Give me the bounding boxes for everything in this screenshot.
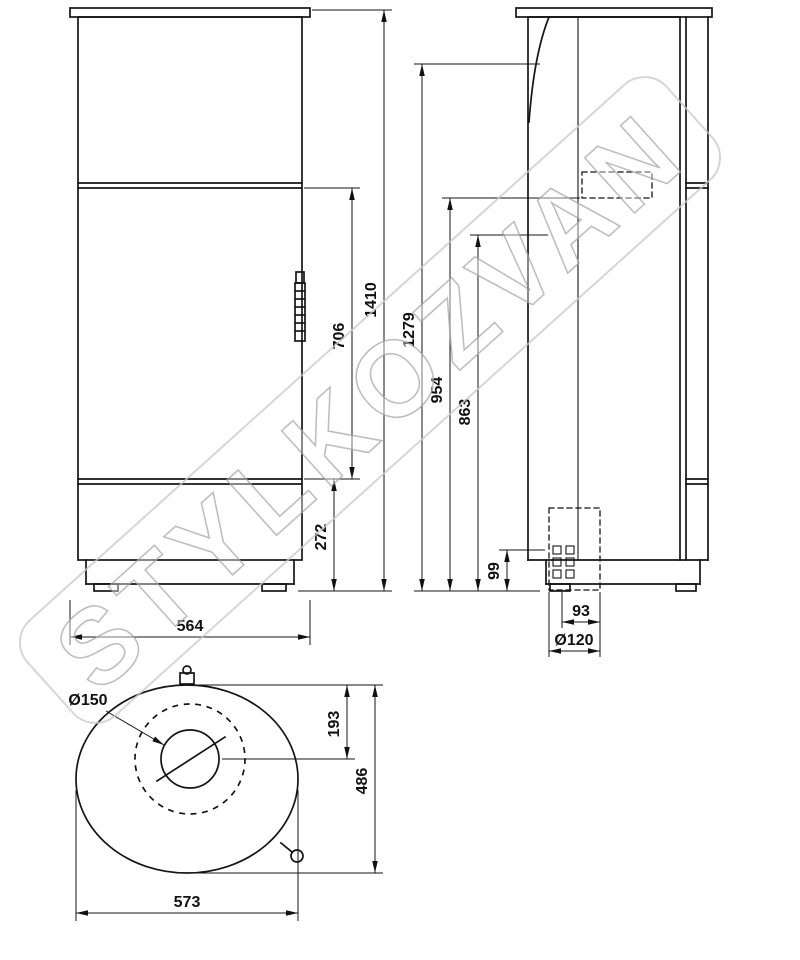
watermark-text: STYLKOZVAN: [33, 88, 708, 713]
dim-side-top-height: 1279: [401, 312, 418, 348]
curved-front-edge: [528, 15, 551, 123]
front-view: [69, 7, 311, 592]
flue-collar: [160, 729, 220, 789]
side-foot-rear: [675, 583, 697, 592]
dim-top-flue-diameter: Ø150: [68, 692, 107, 709]
dim-side-outlet-height: 954: [429, 377, 446, 404]
top-outline: [75, 684, 299, 874]
flue-seam-line: [155, 735, 227, 783]
watermark-band: [18, 76, 722, 724]
dim-side-inlet-diameter: Ø120: [554, 632, 593, 649]
central-air-inlet: [548, 507, 601, 591]
dim-side-connector-height: 863: [457, 399, 474, 426]
watermark: STYLKOZVAN: [18, 76, 722, 724]
door-handle: [294, 271, 306, 342]
side-view: [515, 7, 713, 592]
top-dimensions: Ø150 193 486 573: [68, 684, 383, 921]
side-foot-front: [549, 583, 571, 592]
dim-side-inlet-offset: 93: [572, 603, 590, 620]
top-view: [75, 665, 304, 874]
dim-top-width: 573: [174, 894, 201, 911]
dim-front-door-height: 706: [331, 323, 348, 350]
front-top-plate: [69, 7, 311, 18]
door-pivot-pin: [290, 849, 304, 863]
dim-side-inlet-height: 99: [486, 562, 503, 580]
top-hinge: [179, 665, 195, 685]
rear-flue-outlet: [581, 171, 653, 199]
dim-front-width: 564: [177, 618, 204, 635]
dim-top-flue-offset: 193: [326, 711, 343, 738]
front-foot-right: [261, 583, 287, 592]
side-top-plate: [515, 7, 713, 18]
front-foot-left: [93, 583, 119, 592]
dim-front-base-height: 272: [313, 524, 330, 551]
dim-top-depth: 486: [354, 768, 371, 795]
front-body: [77, 16, 303, 561]
